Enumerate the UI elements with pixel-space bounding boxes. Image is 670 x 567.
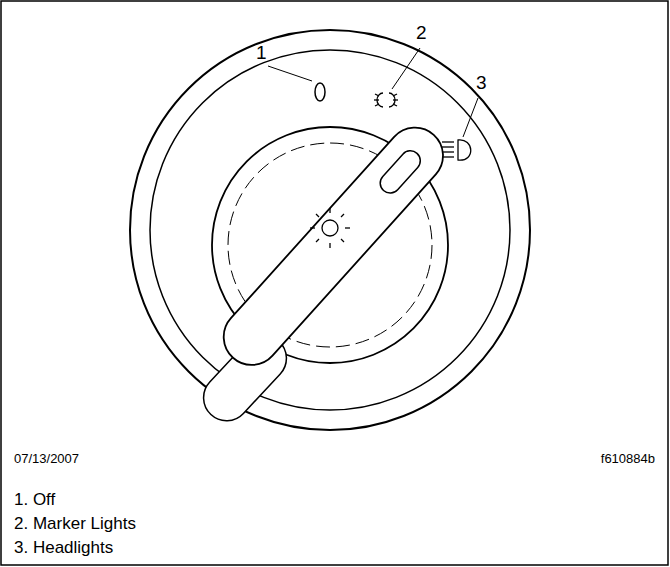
off-symbol xyxy=(315,83,325,101)
callout-number: 2 xyxy=(416,22,427,44)
callout-number: 1 xyxy=(256,42,267,64)
legend-item: 3. Headlights xyxy=(14,538,113,558)
leader-line xyxy=(268,66,312,81)
light-icon xyxy=(310,208,350,248)
legend-item: 1. Off xyxy=(14,490,55,510)
bezel-ring xyxy=(150,50,510,410)
marker-symbol xyxy=(374,93,398,107)
figure-date: 07/13/2007 xyxy=(14,452,79,467)
switch-bezel xyxy=(130,30,530,430)
leader-line xyxy=(392,48,420,89)
headlight-symbol xyxy=(442,140,471,160)
figure-id: f610884b xyxy=(601,452,655,467)
callout-number: 3 xyxy=(476,72,487,94)
leader-line xyxy=(463,98,478,137)
legend-item: 2. Marker Lights xyxy=(14,514,136,534)
knob-lever xyxy=(212,116,454,376)
